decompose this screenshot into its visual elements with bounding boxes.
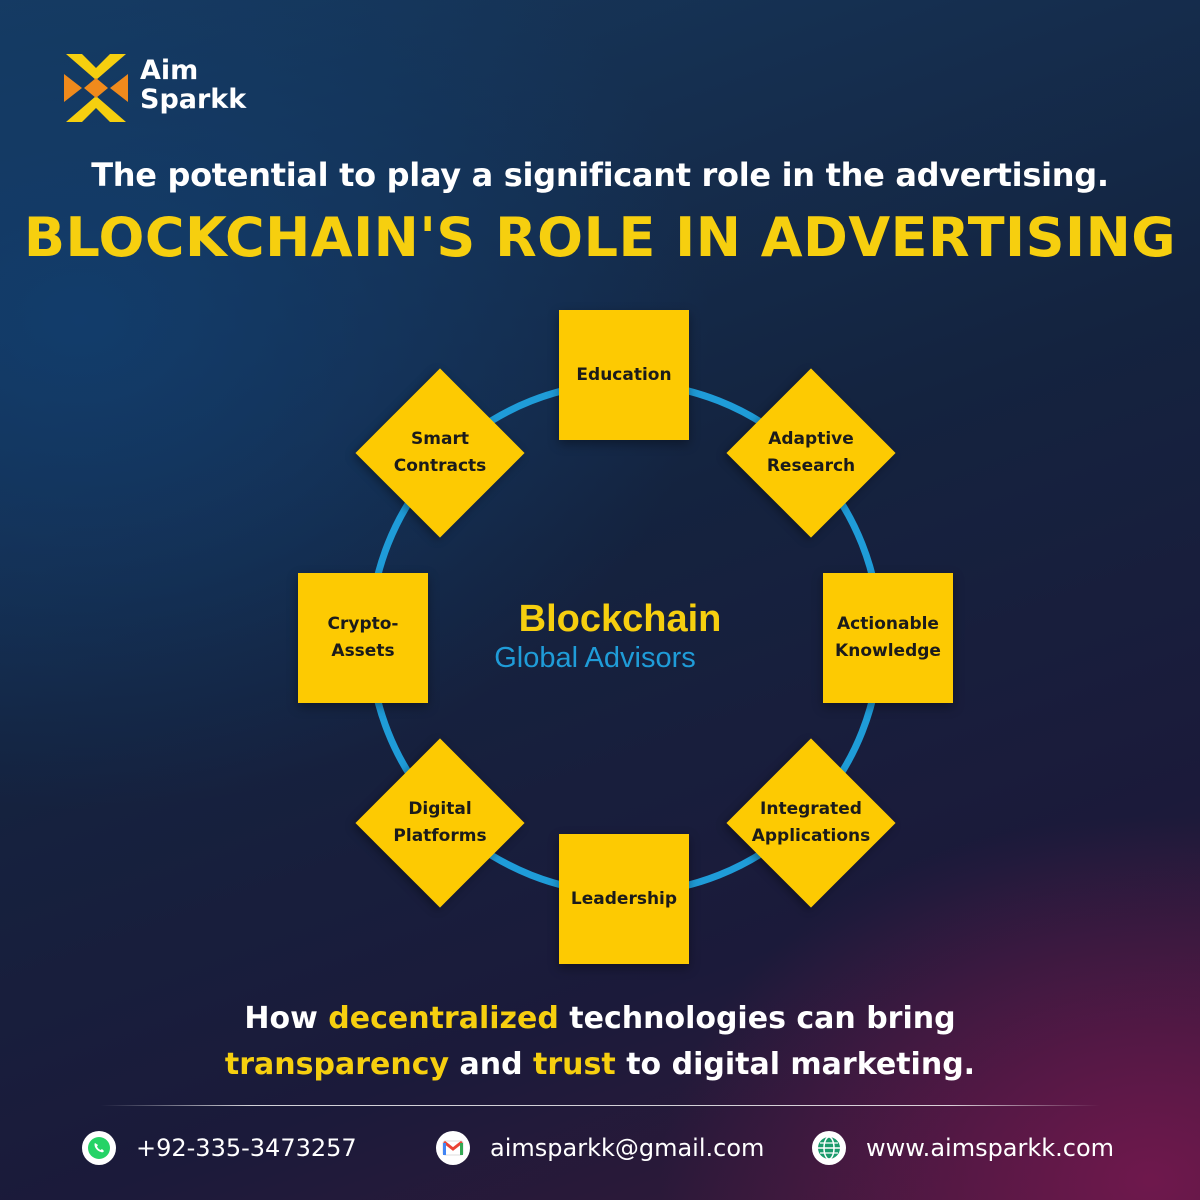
node-label: Crypto- Assets [327,614,399,661]
tagline: How decentralized technologies can bring… [0,996,1200,1088]
node-square-shape [823,573,953,703]
brand-name-line1: Aim [140,55,199,86]
email-address[interactable]: aimsparkk@gmail.com [490,1134,765,1162]
node-label: Smart Contracts [393,429,487,476]
aim-sparkk-logo-icon [64,54,128,122]
diagram-node-crypto-assets: Crypto- Assets [298,573,428,703]
diagram-node-leadership: Leadership [559,834,689,964]
phone-number[interactable]: +92-335-3473257 [136,1134,357,1162]
node-label: Adaptive Research [766,429,856,476]
tagline-text: to digital marketing. [615,1047,976,1082]
tagline-text: How [244,1001,329,1036]
diagram-node-smart-contracts: Smart Contracts [355,368,525,538]
node-label: Digital Platforms [393,799,487,846]
diagram-node-actionable-knowledge: Actionable Knowledge [823,573,953,703]
node-label: Actionable Knowledge [835,614,941,661]
node-label: Leadership [570,888,678,909]
node-square-shape [298,573,428,703]
diagram-center-title: Blockchain [518,598,722,640]
page-subtitle: The potential to play a significant role… [91,156,1109,194]
globe-icon [812,1131,846,1165]
tagline-highlight: decentralized [328,1001,559,1036]
node-label: Integrated Applications [751,799,871,846]
diagram-node-education: Education [559,310,689,440]
node-square-shape [559,310,689,440]
footer-divider [100,1105,1100,1106]
tagline-line2: transparency and trust to digital market… [0,1042,1200,1088]
contact-phone[interactable]: +92-335-3473257 [82,1128,357,1168]
tagline-line1: How decentralized technologies can bring [0,996,1200,1042]
website-link[interactable]: www.aimsparkk.com [866,1134,1115,1162]
brand-name-line2: Sparkk [140,84,247,115]
tagline-highlight: transparency [224,1047,450,1082]
brand-name: Aim Sparkk [140,56,246,114]
diagram-node-digital-platforms: Digital Platforms [355,738,525,908]
tagline-text: and [449,1047,534,1082]
node-square-shape [559,834,689,964]
brand-logo: Aim Sparkk [60,50,270,130]
contact-website[interactable]: www.aimsparkk.com [812,1128,1114,1168]
page-title: BLOCKCHAIN'S ROLE IN ADVERTISING [23,206,1177,269]
diagram-node-adaptive-research: Adaptive Research [726,368,896,538]
tagline-highlight: trust [533,1047,616,1082]
tagline-text: technologies can bring [558,1001,956,1036]
contact-email[interactable]: aimsparkk@gmail.com [436,1128,764,1168]
diagram-center-subtitle: Global Advisors [494,642,696,674]
gmail-icon [436,1131,470,1165]
node-label: Education [576,364,672,385]
diagram-node-integrated-applications: Integrated Applications [726,738,896,908]
whatsapp-icon [82,1131,116,1165]
